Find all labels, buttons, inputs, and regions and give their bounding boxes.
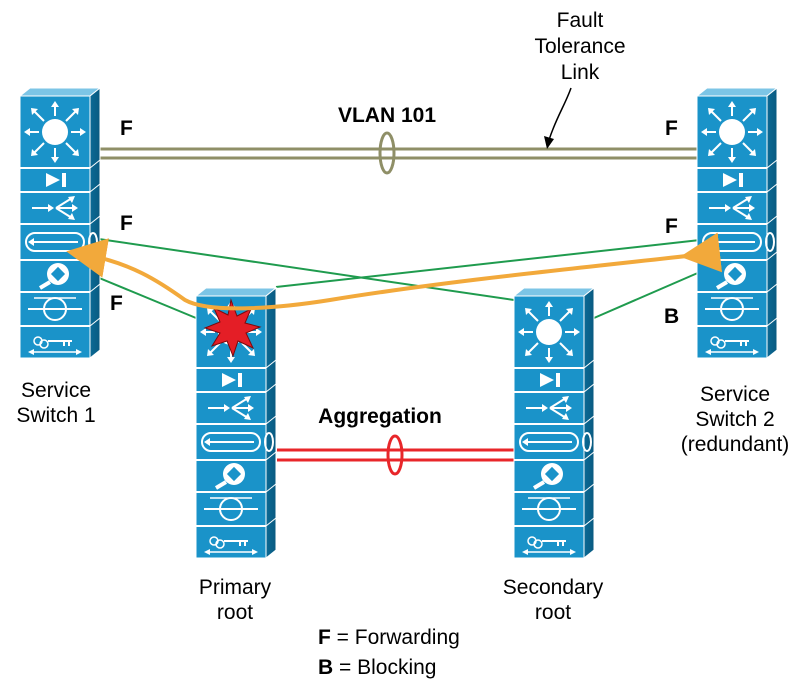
port-label-ss1-top: F: [120, 117, 133, 140]
aggregation-link: [277, 434, 514, 476]
port-label-ss2-low: B: [664, 305, 680, 328]
uplink-ss1-to-primary: [91, 274, 197, 319]
fault-tolerance-pointer: [544, 87, 572, 149]
service-switch-2: [695, 86, 779, 360]
vlan-label: VLAN 101: [337, 104, 437, 127]
port-label-ss1-low: F: [110, 292, 123, 315]
legend-blocking: B = Blocking: [318, 656, 437, 679]
legend-forwarding: F = Forwarding: [318, 626, 460, 649]
fault-tolerance-link: [100, 131, 697, 175]
uplink-ss1-to-secondary: [91, 237, 515, 301]
service-switch-1: [18, 86, 102, 360]
failure-star-icon: [203, 298, 262, 358]
aggregation-label: Aggregation: [318, 405, 442, 428]
port-label-ss2-mid: F: [665, 215, 678, 238]
failover-path: [66, 232, 723, 311]
uplink-ss2-to-secondary: [593, 271, 701, 319]
port-label-ss1-mid: F: [120, 212, 133, 235]
port-label-ss2-top: F: [665, 117, 678, 140]
secondary-root-switch: [512, 286, 596, 560]
